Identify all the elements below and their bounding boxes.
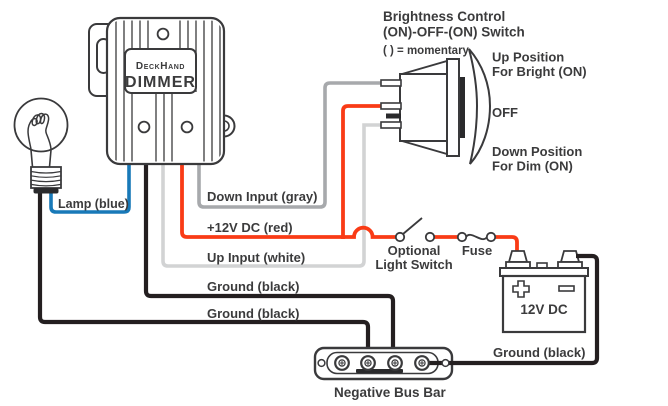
switch-mount-plate (446, 58, 460, 157)
wire-red-fuse-to-battery (495, 235, 519, 254)
optional-light-switch-symbol (394, 217, 436, 243)
light-bulb-icon (13, 97, 69, 194)
battery-minus-icon (558, 285, 575, 292)
wire-black-dimmer-ground (143, 160, 396, 356)
fuse-label: Fuse (462, 243, 492, 258)
dimmer-screw-right (180, 120, 194, 134)
switch-gasket (460, 77, 465, 138)
power-label: +12V DC (red) (207, 220, 293, 235)
up-position-label-line2: For Bright (ON) (492, 64, 587, 79)
down-position-label-line1: Down Position (492, 144, 582, 159)
switch-title-line2: (ON)-OFF-(ON) Switch (383, 25, 525, 40)
fuse-element (465, 233, 488, 241)
dimmer-label-plate (124, 48, 197, 94)
switch-terminal-stub (386, 113, 401, 119)
wire-gray-down-input (197, 81, 383, 209)
rocker-switch-drawing (380, 48, 492, 165)
battery-post-positive (507, 250, 529, 263)
off-label: OFF (492, 105, 518, 120)
optional-switch-label-line1: Optional (388, 243, 441, 258)
switch-terminal-up (380, 79, 402, 87)
down-position-label-line2: For Dim (ON) (492, 159, 573, 174)
switch-title-line1: Brightness Control (383, 9, 505, 24)
bulb-filament (27, 112, 52, 150)
fuse-contact-left (456, 231, 468, 243)
down-input-label: Down Input (gray) (207, 189, 318, 204)
wire-blue-lamp (49, 160, 131, 214)
battery-drawing: 12V DC (499, 250, 589, 334)
optional-switch-label-line2: Light Switch (375, 257, 452, 272)
lamp-label: Lamp (blue) (58, 197, 129, 211)
dimmer-brand-text: DeckHand (136, 61, 185, 72)
ground-lamp-label: Ground (black) (207, 306, 299, 321)
busbar-screw (414, 355, 430, 371)
wire-black-battery-ground (429, 253, 600, 366)
dimmer-module: DeckHand DIMMER (88, 16, 236, 166)
switch-blade (402, 217, 423, 235)
wire-black-lamp-ground (37, 190, 371, 356)
dimmer-model-text: DIMMER (125, 74, 196, 91)
up-input-label: Up Input (white) (207, 250, 305, 265)
battery-lid (499, 267, 589, 277)
battery-label: 12V DC (520, 302, 568, 317)
busbar-screw (334, 355, 350, 371)
switch-top-flange (401, 59, 448, 75)
fuse-symbol (456, 231, 497, 243)
switch-contact-left (394, 231, 406, 243)
switch-rocker-actuator (468, 48, 492, 165)
switch-terminal-down (380, 121, 402, 129)
busbar-mount-hole-right (441, 358, 450, 368)
busbar-mount-hole-left (317, 358, 326, 368)
fuse-contact-right (485, 231, 497, 243)
ground-battery-label: Ground (black) (493, 345, 585, 360)
momentary-note: ( ) = momentary (383, 45, 470, 57)
busbar-label: Negative Bus Bar (334, 385, 447, 400)
busbar-screw (360, 355, 376, 371)
wire-white-up-input (161, 123, 383, 268)
bulb-base-cap (33, 188, 59, 194)
wire-red-power (180, 160, 396, 239)
switch-bottom-flange (401, 140, 448, 156)
switch-contact-right (424, 231, 436, 243)
dimmer-screw-left (137, 120, 151, 134)
switch-body (399, 73, 455, 142)
busbar-screw (387, 355, 403, 371)
up-position-label-line1: Up Position (492, 50, 564, 65)
dimmer-screw-top (156, 27, 170, 41)
wire-red-switch-branch (341, 104, 383, 239)
ground-dimmer-label: Ground (black) (207, 279, 299, 294)
busbar-terminals (317, 355, 450, 371)
switch-terminal-common (380, 102, 402, 110)
battery-plus-icon (512, 280, 530, 298)
